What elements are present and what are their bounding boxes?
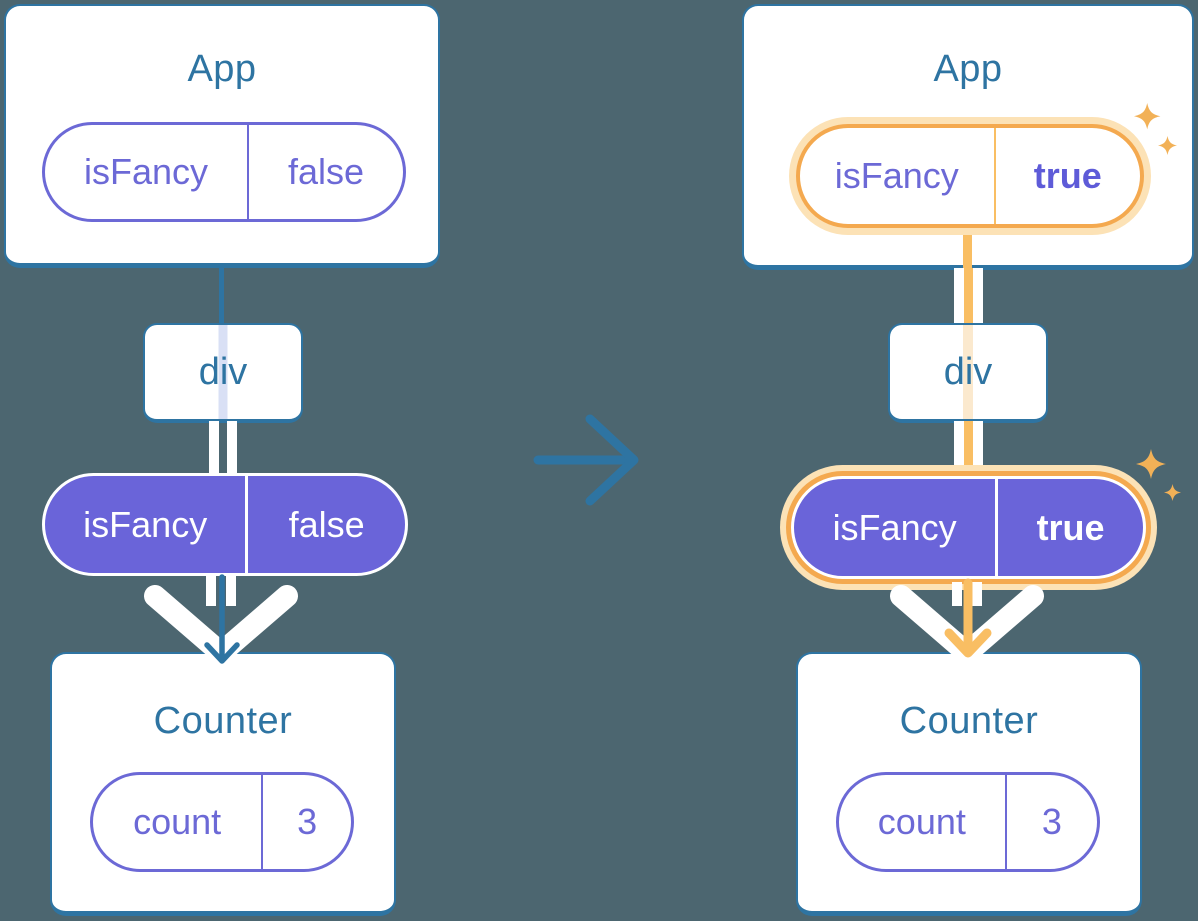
div-box: div — [888, 323, 1048, 423]
div-label: div — [943, 350, 993, 393]
prop-pill: isFancy false — [42, 473, 408, 576]
counter-state-pill: count 3 — [836, 772, 1100, 872]
app-state-pill: isFancy false — [42, 122, 406, 222]
app-box: App isFancy false — [4, 4, 440, 268]
down-arrow-icon — [204, 574, 240, 664]
connector-div-pill — [954, 421, 983, 479]
prop-value-cell: true — [1036, 506, 1105, 548]
connector-pill-counter — [206, 576, 236, 606]
counter-box: Counter count 3 — [50, 652, 396, 916]
transition-arrow-icon — [533, 414, 639, 506]
prop-pill: isFancy true — [791, 476, 1146, 579]
connector-pill-counter — [952, 582, 982, 606]
app-title: App — [933, 48, 1003, 90]
prop-value-cell: false — [288, 503, 365, 545]
state-value-cell: 3 — [1041, 801, 1062, 842]
counter-state-pill: count 3 — [90, 772, 354, 872]
prop-pass-through-line — [963, 325, 973, 419]
prop-pass-through-line — [218, 325, 228, 419]
state-value-cell: true — [1033, 155, 1102, 196]
counter-title: Counter — [153, 700, 293, 742]
counter-title: Counter — [899, 700, 1039, 742]
sparkle-icon — [1134, 103, 1177, 155]
connector-app-div — [219, 266, 224, 324]
state-key-cell: count — [839, 775, 1007, 869]
prop-key-cell: isFancy — [794, 479, 999, 576]
connector-pill-appbottom — [963, 220, 972, 268]
counter-box: Counter count 3 — [796, 652, 1142, 916]
app-title: App — [187, 48, 257, 90]
state-key-cell: count — [93, 775, 264, 869]
down-arrow-icon — [944, 578, 992, 658]
div-box: div — [143, 323, 303, 423]
state-value-cell: 3 — [297, 801, 318, 842]
state-key-cell: isFancy — [800, 128, 996, 224]
prop-key-cell: isFancy — [45, 476, 249, 573]
state-value-cell: false — [287, 151, 365, 192]
state-key-cell: isFancy — [45, 125, 250, 219]
connector-div-pill — [209, 421, 237, 479]
div-label: div — [198, 350, 248, 393]
sparkle-icon — [1136, 449, 1182, 502]
connector-app-div — [954, 268, 983, 324]
app-state-pill: isFancy true — [796, 124, 1144, 228]
